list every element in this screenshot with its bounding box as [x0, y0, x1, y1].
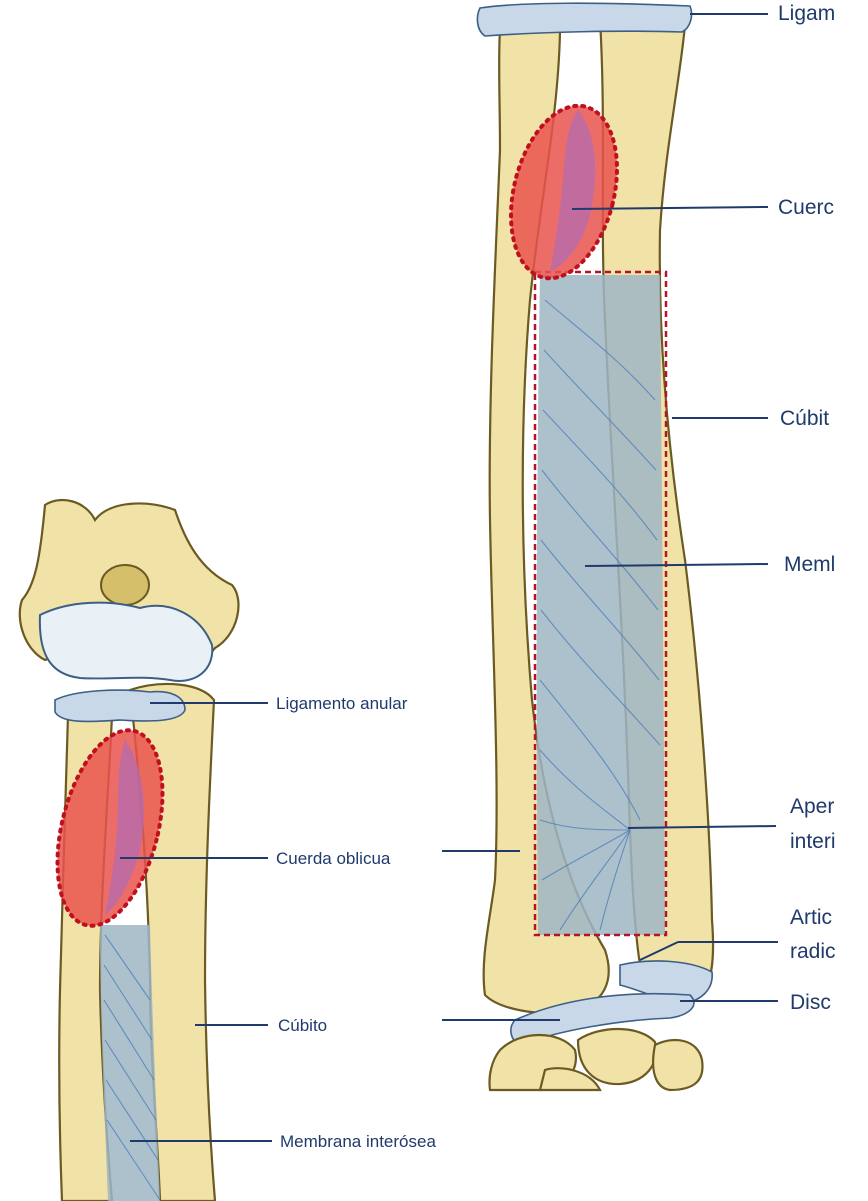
label-cuerda-right: Cuerc	[778, 196, 834, 219]
label-apertura-line2: interi	[790, 830, 836, 853]
leader-apertura	[627, 825, 777, 829]
leader-articulacion	[639, 941, 679, 961]
olecranon-fossa	[100, 564, 150, 606]
label-cubito-left: Cúbito	[278, 1016, 327, 1035]
annular-ligament-right	[476, 2, 693, 37]
interosseous-membrane-right	[536, 275, 665, 935]
label-membrana-interosea: Membrana interósea	[280, 1132, 436, 1151]
left-figure: Ligamento anular Cuerda oblicua Cúbito M…	[18, 498, 436, 1201]
oblique-cord-right	[550, 110, 596, 272]
oblique-cord-left	[105, 740, 145, 915]
trochlea-cartilage	[38, 601, 214, 682]
label-disco: Disc	[790, 991, 831, 1014]
membrane-fibers-left	[103, 934, 161, 1201]
label-ligamento-anular: Ligamento anular	[276, 694, 408, 713]
leader-cuerda-right	[571, 206, 769, 210]
right-figure: Ligam Cuerc Cúbit Meml Aper interi Artic…	[442, 2, 836, 1092]
membrane-fibers-right	[539, 299, 661, 931]
carpal-bones	[488, 1027, 704, 1092]
label-articulacion-line2: radic	[790, 940, 836, 963]
label-apertura-line1: Aper	[790, 795, 834, 818]
label-articulacion-line1: Artic	[790, 906, 832, 929]
label-cuerda-oblicua: Cuerda oblicua	[276, 849, 391, 868]
membrane-highlight-rect	[533, 270, 668, 937]
leader-membrana-right	[584, 563, 769, 567]
label-ligamento-right: Ligam	[778, 2, 835, 25]
interosseous-membrane-left	[100, 925, 160, 1201]
annular-ligament-left	[54, 689, 186, 723]
label-membrana-right: Meml	[784, 553, 835, 576]
label-cubito-right: Cúbit	[780, 407, 829, 430]
